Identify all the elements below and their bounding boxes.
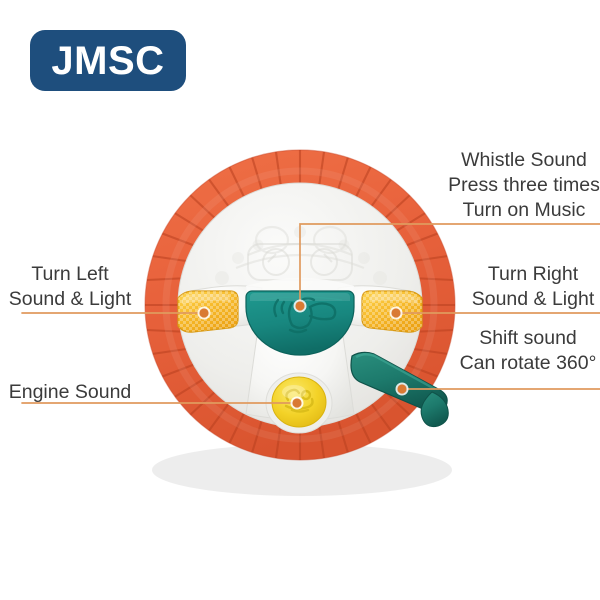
shift-lever[interactable] bbox=[350, 351, 449, 428]
shift-sound-line-1: Shift sound bbox=[479, 327, 577, 349]
turn-left-line-2: Sound & Light bbox=[8, 287, 132, 310]
brand-logo: JMSC bbox=[30, 30, 186, 91]
leader-dots bbox=[197, 299, 409, 410]
shift-sound-callout: Shift sound Can rotate 360° bbox=[456, 326, 600, 376]
turn-right-line-1: Turn Right bbox=[487, 263, 579, 285]
leader-lines bbox=[21, 223, 600, 404]
engine-key-icon bbox=[284, 388, 314, 413]
whistle-sound-line-1: Whistle Sound bbox=[461, 149, 587, 171]
engine-sound-callout: Engine Sound bbox=[0, 380, 140, 405]
turn-left-callout: Turn Left Sound & Light bbox=[0, 262, 140, 312]
engine-sound-line-1: Engine Sound bbox=[8, 381, 132, 403]
shift-sound-line-2: Can rotate 360° bbox=[459, 351, 597, 374]
whistle-sound-line-3: Turn on Music bbox=[462, 198, 586, 221]
horn-icon bbox=[273, 296, 337, 334]
turn-left-line-1: Turn Left bbox=[31, 263, 109, 285]
whistle-horn-button[interactable] bbox=[245, 290, 355, 356]
brand-logo-text: JMSC bbox=[51, 38, 165, 83]
whistle-sound-line-2: Press three times bbox=[448, 173, 600, 196]
whistle-sound-callout: Whistle Sound Press three times Turn on … bbox=[448, 148, 600, 222]
turn-right-callout: Turn Right Sound & Light bbox=[466, 262, 600, 312]
turn-right-line-2: Sound & Light bbox=[471, 287, 595, 310]
